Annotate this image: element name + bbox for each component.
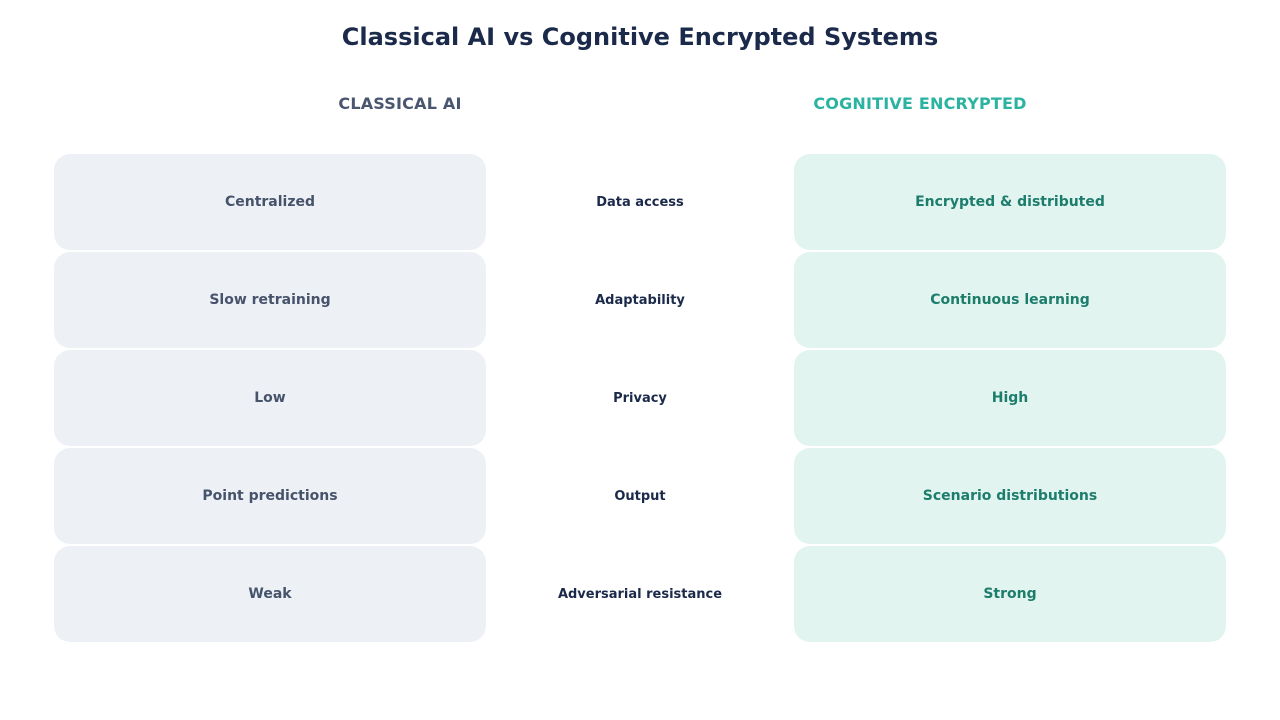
criterion-label: Data access [596, 194, 684, 210]
criterion-label: Output [614, 488, 666, 504]
classical-cell: Slow retraining [54, 252, 486, 348]
column-header-classical: CLASSICAL AI [338, 94, 462, 113]
cognitive-cell: Scenario distributions [794, 448, 1226, 544]
classical-cell: Centralized [54, 154, 486, 250]
cognitive-cell: Encrypted & distributed [794, 154, 1226, 250]
cognitive-cell: Strong [794, 546, 1226, 642]
classical-cell-text: Low [254, 390, 286, 406]
cognitive-cell: Continuous learning [794, 252, 1226, 348]
cognitive-cell-text: High [991, 390, 1029, 406]
cognitive-cell-text: Scenario distributions [922, 488, 1098, 504]
cognitive-cell-text: Strong [983, 586, 1037, 602]
cognitive-cell-text: Continuous learning [930, 292, 1090, 308]
classical-cell: Weak [54, 546, 486, 642]
criterion-label: Privacy [613, 390, 667, 406]
classical-cell-text: Weak [248, 586, 292, 602]
criterion-label: Adaptability [595, 292, 685, 308]
criterion-label: Adversarial resistance [557, 586, 723, 602]
classical-cell-text: Point predictions [202, 488, 338, 504]
page-title: Classical AI vs Cognitive Encrypted Syst… [341, 23, 939, 51]
classical-cell-text: Centralized [224, 194, 316, 210]
column-header-cognitive: COGNITIVE ENCRYPTED [813, 94, 1027, 113]
classical-cell: Point predictions [54, 448, 486, 544]
classical-cell-text: Slow retraining [209, 292, 331, 308]
classical-cell: Low [54, 350, 486, 446]
cognitive-cell-text: Encrypted & distributed [915, 194, 1105, 210]
cognitive-cell: High [794, 350, 1226, 446]
